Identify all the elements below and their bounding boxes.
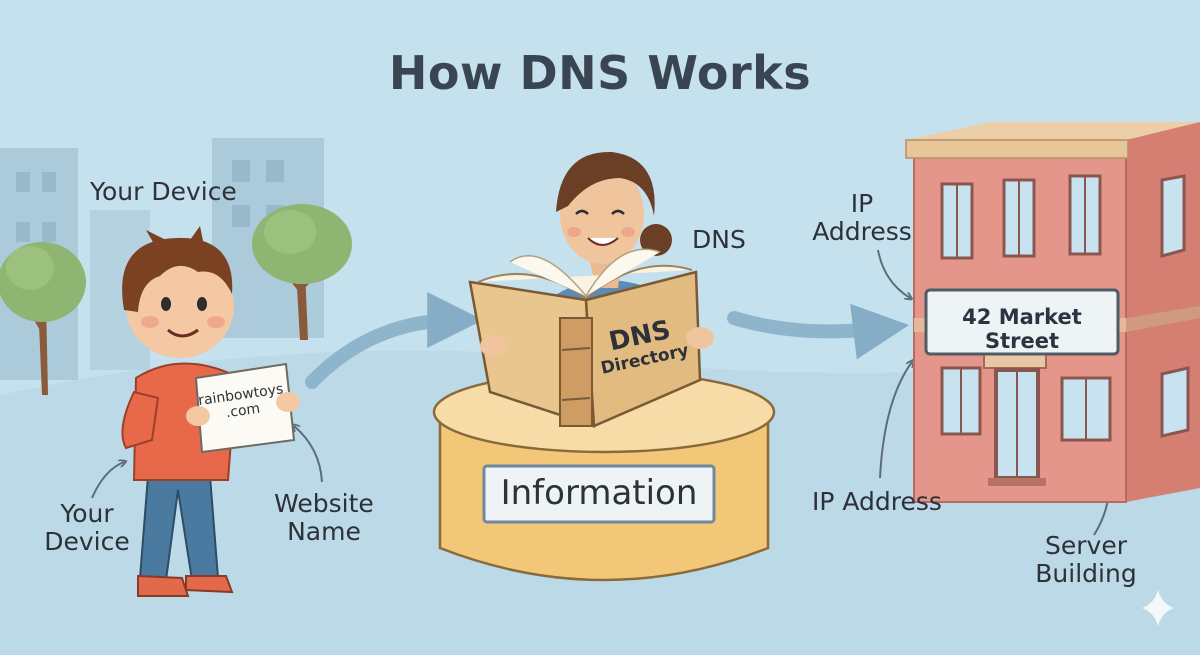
label-server-building: Server Building — [1020, 531, 1152, 589]
boy — [121, 226, 238, 597]
label-ip-address-bottom: IP Address — [812, 487, 942, 516]
label-ip-address-top-line1: IP — [850, 189, 874, 218]
label-website-name-line2: Name — [287, 517, 361, 547]
tree-right — [252, 204, 352, 340]
label-website-name-line1: Website — [274, 489, 374, 518]
page-title: How DNS Works — [388, 46, 812, 100]
label-ip-address-top: IP Address — [802, 189, 922, 247]
label-your-device-line2: Device — [44, 527, 130, 557]
dns-directory-book — [468, 248, 714, 428]
building-sign-text: 42 Market Street — [962, 305, 1082, 353]
desk-sign — [482, 464, 716, 524]
pointer-arrow-ip-address-top — [877, 249, 910, 298]
desk-sign-text: Information — [500, 473, 698, 513]
label-ip-address-top-line2: Address — [812, 217, 912, 247]
label-your-device-line1: Your — [60, 499, 114, 528]
pointer-arrow-your-device — [91, 462, 124, 499]
sparkle-icon — [1142, 590, 1174, 626]
pointer-arrow-website-name — [294, 426, 323, 483]
flow-arrow-device-to-dns — [305, 292, 484, 389]
label-website-name: Website Name — [262, 489, 386, 547]
building-sign — [924, 288, 1120, 356]
website-paper — [186, 362, 300, 454]
label-server-building-line2: Building — [1035, 559, 1137, 589]
label-your-device-top: Your Device — [90, 177, 237, 206]
pointer-arrow-ip-address-bottom — [879, 362, 912, 479]
tree-left — [0, 242, 86, 395]
label-server-building-line1: Server — [1045, 531, 1127, 560]
label-dns: DNS — [692, 225, 746, 254]
flow-arrow-dns-to-server — [727, 303, 910, 360]
label-your-device-bottom: Your Device — [32, 499, 142, 557]
